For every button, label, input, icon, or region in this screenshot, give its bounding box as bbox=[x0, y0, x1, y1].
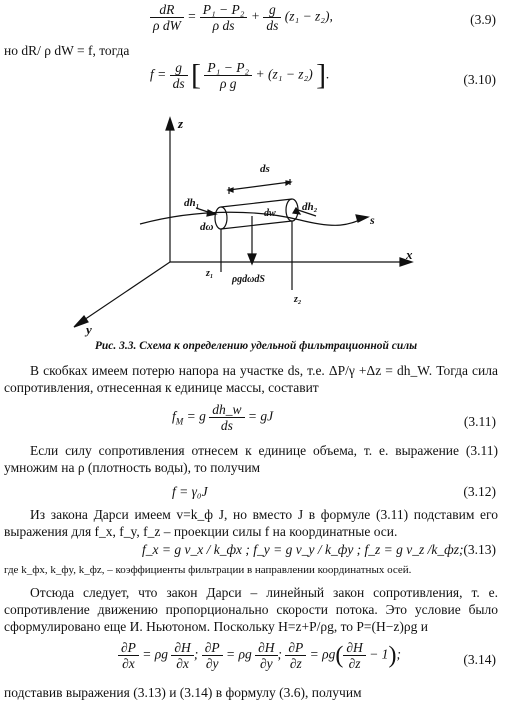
fraction: ∂H∂z bbox=[343, 640, 366, 671]
coefficient-note: где k_фx, k_фy, k_фz, – коэффициенты фил… bbox=[4, 564, 412, 576]
dw-label: dw bbox=[264, 208, 276, 219]
equation-number: (3.13) bbox=[463, 542, 496, 557]
dh2-label: dh₂ bbox=[302, 201, 318, 213]
paragraph: Из закона Дарси имеем v=k_ф J, но вместо… bbox=[4, 507, 498, 539]
z1-label: z₁ bbox=[205, 268, 213, 279]
paragraph: подставив выражения (3.13) и (3.14) в фо… bbox=[4, 685, 362, 700]
figure-3-3: z y x dh₁ dh₂ dω dw ds ρgdωdS z₁ z₂ s bbox=[73, 116, 414, 337]
equation-number: (3.11) bbox=[463, 414, 496, 429]
paragraph: Если силу сопротивления отнесем к единиц… bbox=[4, 443, 498, 475]
figure-caption: Рис. 3.3. Схема к определению удельной ф… bbox=[94, 340, 418, 352]
ds-label: ds bbox=[260, 163, 270, 175]
fraction: ∂P∂y bbox=[201, 640, 223, 671]
fraction: ∂P∂z bbox=[285, 640, 307, 671]
paragraph: В скобках имеем потерю напора на участке… bbox=[4, 363, 498, 395]
fraction: ∂P∂x bbox=[118, 640, 139, 671]
s-label: s bbox=[369, 213, 375, 227]
equation-number: (3.14) bbox=[463, 652, 496, 667]
paragraph: Отсюда следует, что закон Дарси – линейн… bbox=[4, 585, 498, 634]
equation-3-13: f_x = g v_x / k_фx ; f_y = g v_y / k_фy … bbox=[142, 542, 464, 557]
x-axis-label: x bbox=[405, 247, 413, 262]
equation-number: (3.9) bbox=[470, 12, 496, 27]
weight-label: ρgdωdS bbox=[231, 274, 265, 285]
equation-number: (3.12) bbox=[463, 484, 496, 499]
fraction: ∂H∂y bbox=[255, 640, 278, 671]
z2-label: z₂ bbox=[293, 294, 301, 305]
text-line: но dR/ ρ dW = f, тогда bbox=[4, 43, 130, 58]
z-axis-label: z bbox=[177, 116, 184, 131]
equation-3-12: f = γ₀J bbox=[172, 484, 208, 499]
equation-3-14: ∂P∂x = ρg ∂H∂x; ∂P∂y = ρg ∂H∂y; ∂P∂z = ρ… bbox=[118, 640, 401, 671]
equation-number: (3.10) bbox=[463, 72, 496, 87]
domega-label: dω bbox=[200, 221, 214, 233]
y-axis-label: y bbox=[84, 322, 92, 337]
fraction: ∂H∂x bbox=[171, 640, 194, 671]
dh1-label: dh₁ bbox=[184, 197, 199, 209]
